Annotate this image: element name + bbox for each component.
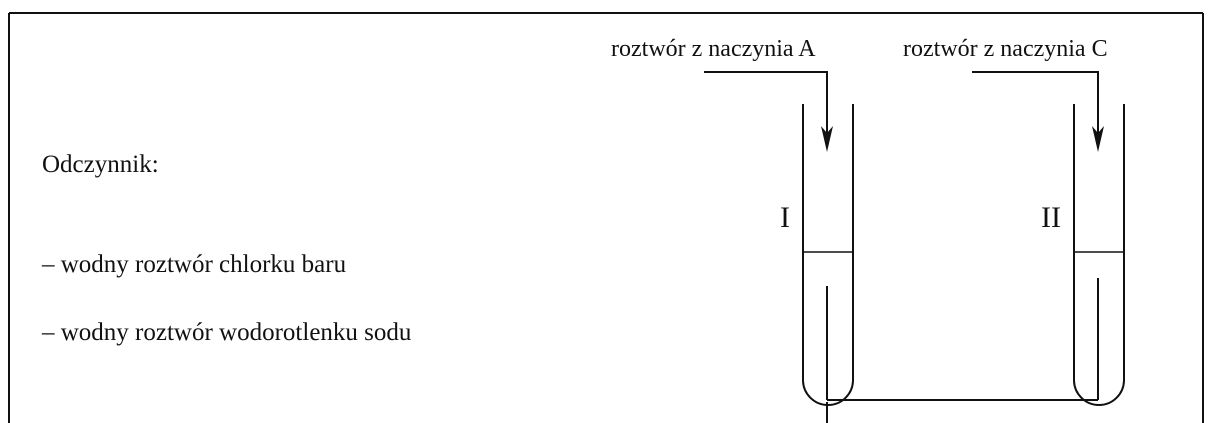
tube-2-inlet-label: roztwór z naczynia C: [903, 36, 1108, 62]
test-tube-2: [1073, 104, 1125, 406]
tube-1-inlet-label: roztwór z naczynia A: [611, 36, 816, 62]
bottom-line-left: [826, 402, 828, 423]
reagent-item-1: – wodny roztwór chlorku baru: [41, 251, 347, 278]
tube-1-label: I: [780, 201, 790, 234]
tube-2-label: II: [1041, 201, 1061, 234]
inlet-arrow-1: [704, 71, 833, 152]
reagent-title: Odczynnik:: [42, 151, 159, 178]
test-tube-1: [802, 104, 854, 406]
reagent-item-2: – wodny roztwór wodorotlenku sodu: [41, 319, 412, 346]
inlet-arrow-2: [972, 71, 1104, 152]
